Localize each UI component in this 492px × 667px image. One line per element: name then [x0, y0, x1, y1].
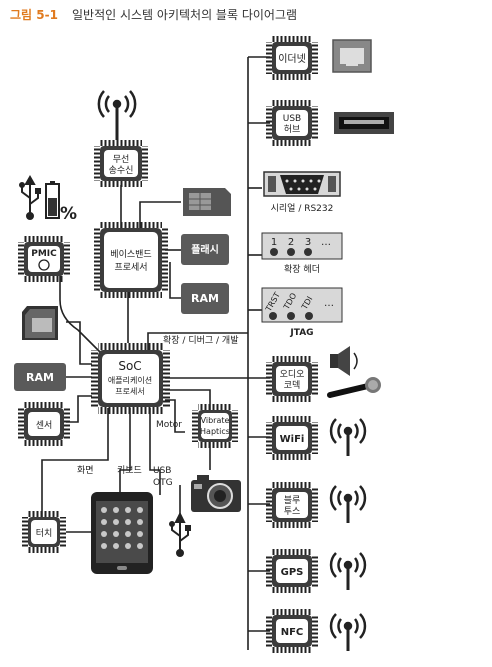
- bluetooth-label-1: 블루: [284, 495, 301, 506]
- baseband-ram: RAM: [181, 283, 229, 314]
- header-pin-1: 1: [271, 237, 277, 248]
- audio-label-2: 코덱: [284, 380, 301, 391]
- pmic-chip: PMIC: [18, 236, 70, 282]
- camera-icon: [191, 475, 241, 512]
- usb-icon: [19, 174, 41, 220]
- gps-chip: GPS: [266, 549, 318, 593]
- usb-port-icon: [334, 112, 394, 134]
- sd-card-icon: [22, 306, 58, 340]
- wireless-signal-icon: [329, 418, 367, 456]
- baseband-label-1: 베이스밴드: [110, 249, 151, 260]
- battery-icon: [45, 181, 60, 219]
- usb-hub-chip: USB 허브: [266, 100, 318, 146]
- ethernet-label: 이더넷: [278, 53, 306, 65]
- speaker-icon: [330, 346, 358, 376]
- keyboard-label: 키보드: [117, 465, 142, 476]
- wireless-signal-icon: [329, 485, 367, 523]
- soc-ram-label: RAM: [26, 371, 54, 384]
- vibrate-haptics-chip: Vibrate Haptics: [192, 404, 238, 448]
- wireless-signal-icon: [329, 552, 367, 590]
- baseband-ram-label: RAM: [191, 292, 219, 305]
- jtag-board: TRST TDO TDI …: [261, 287, 343, 323]
- vibrate-label-1: Vibrate: [201, 416, 230, 425]
- soc-ram: RAM: [14, 363, 66, 391]
- usb-otg-label-1: USB: [153, 466, 171, 476]
- flash-label: 플래시: [191, 243, 219, 256]
- touch-chip: 터치: [22, 511, 66, 553]
- bluetooth-label-2: 투스: [284, 506, 301, 517]
- usb-hub-label-2: 허브: [284, 124, 301, 135]
- jtag-label: JTAG: [289, 328, 313, 338]
- ethernet-port-icon: [332, 39, 372, 73]
- wireless-signal-icon: [329, 613, 367, 651]
- header-pin-more: …: [321, 237, 331, 248]
- header-pin-2: 2: [288, 237, 294, 248]
- antenna-icon: [97, 90, 137, 140]
- smartphone-icon: [91, 492, 153, 574]
- wireless-label-1: 무선: [113, 154, 130, 165]
- audio-label-1: 오디오: [280, 369, 305, 380]
- expansion-header-label: 확장 헤더: [284, 263, 320, 275]
- jtag-pin-more: …: [324, 298, 334, 309]
- sensor-chip: 센서: [18, 402, 70, 446]
- vibrate-label-2: Haptics: [200, 427, 230, 436]
- wifi-label: WiFi: [280, 434, 305, 445]
- nfc-chip: NFC: [266, 609, 318, 653]
- gps-label: GPS: [281, 567, 304, 578]
- pmic-label: PMIC: [31, 249, 57, 259]
- power-icon: [38, 259, 50, 271]
- battery-percent: %: [60, 204, 77, 224]
- soc-label-3: 프로세서: [115, 387, 144, 396]
- figure-number: 그림 5-1: [10, 8, 58, 22]
- display-label: 화면: [77, 465, 94, 476]
- sensor-label: 센서: [36, 420, 53, 431]
- motor-label: Motor: [156, 420, 182, 430]
- wifi-chip: WiFi: [266, 416, 318, 460]
- wireless-label-2: 송수신: [109, 165, 134, 176]
- usb-hub-label-1: USB: [283, 114, 301, 124]
- expansion-header-board: 1 2 3 …: [261, 232, 343, 260]
- usb-otg-label-2: OTG: [153, 478, 173, 488]
- soc-label: SoC: [118, 359, 141, 373]
- serial-port-icon: [263, 171, 341, 197]
- debug-label: 확장 / 디버그 / 개발: [163, 334, 238, 346]
- serial-label: 시리얼 / RS232: [271, 203, 334, 214]
- usb-icon: [169, 511, 191, 557]
- nfc-label: NFC: [281, 627, 304, 638]
- audio-codec-chip: 오디오 코덱: [266, 356, 318, 402]
- flash-memory: 플래시: [181, 234, 229, 265]
- microphone-icon: [327, 377, 381, 398]
- baseband-processor-chip: 베이스밴드 프로세서: [94, 222, 168, 298]
- sim-card-icon: [183, 188, 231, 216]
- figure-caption: 일반적인 시스템 아키텍처의 블록 다이어그램: [72, 8, 297, 22]
- baseband-label-2: 프로세서: [114, 262, 147, 273]
- wireless-transceiver-chip: 무선 송수신: [94, 140, 148, 187]
- connector-lines: [41, 56, 270, 650]
- soc-label-2: 애플리케이션: [108, 375, 152, 385]
- soc-chip: SoC 애플리케이션 프로세서: [91, 343, 170, 414]
- ethernet-chip: 이더넷: [266, 36, 318, 80]
- touch-label: 터치: [36, 527, 53, 539]
- header-pin-3: 3: [305, 237, 311, 248]
- bluetooth-chip: 블루 투스: [266, 482, 318, 528]
